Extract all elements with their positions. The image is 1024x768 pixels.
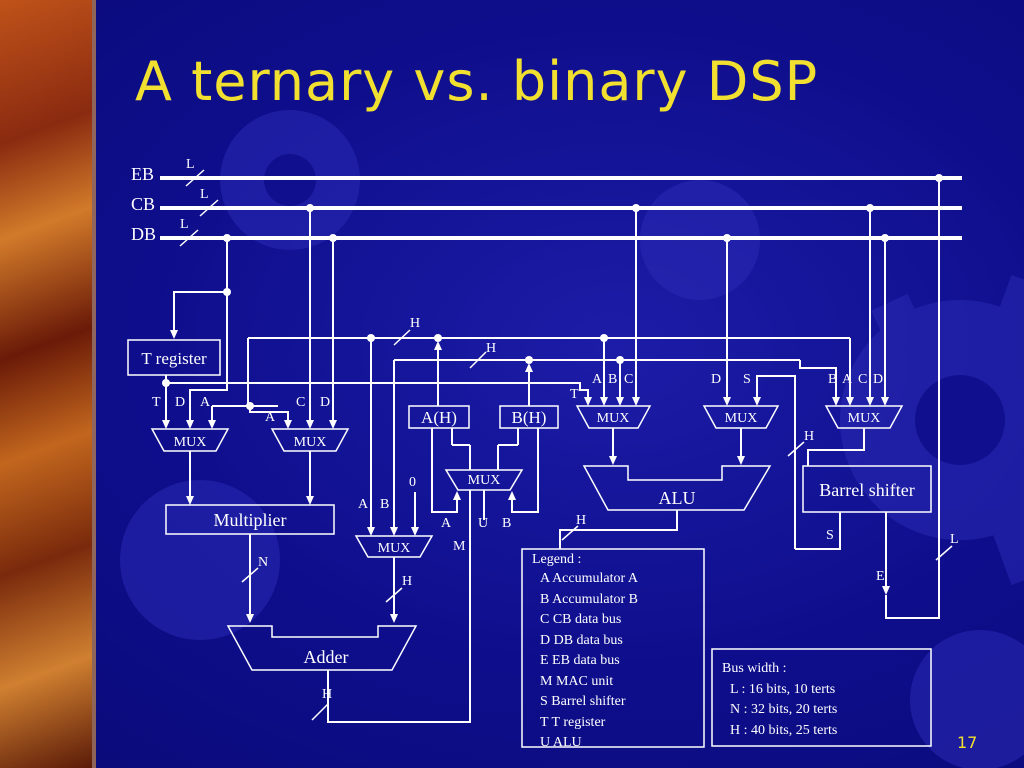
mux1-in-d: D xyxy=(175,395,185,410)
alu-mux-block xyxy=(575,405,652,429)
adder-label: Adder xyxy=(304,647,349,667)
bus-width-title: Bus width : xyxy=(722,661,787,676)
mux1-block xyxy=(150,428,230,452)
db-width-label: L xyxy=(180,217,189,232)
shifter-out-s: S xyxy=(826,528,834,543)
cb-width-label: L xyxy=(200,187,209,202)
mux1-in-a: A xyxy=(200,395,211,410)
multiplier-label: Multiplier xyxy=(214,510,287,530)
mux-ab0-in-a: A xyxy=(358,497,369,512)
shifter-out-e: E xyxy=(876,569,885,584)
alu-mux2-block xyxy=(702,405,780,429)
shifter-mux-in-d: D xyxy=(873,372,883,387)
legend-item: S Barrel shifter xyxy=(540,694,626,709)
bus-width-box xyxy=(711,648,932,747)
mux-aub-in-b: B xyxy=(502,516,511,531)
alu-mux-in-t: T xyxy=(570,387,579,402)
legend-box xyxy=(521,548,705,748)
mux-aub-in-u: U xyxy=(478,516,488,531)
bus-width-item: N : 32 bits, 20 terts xyxy=(730,702,837,717)
alu-mux-in-c: C xyxy=(624,372,633,387)
bus-width-item: H : 40 bits, 25 terts xyxy=(730,723,837,738)
barrel-shifter-block xyxy=(802,465,932,513)
t-register-block xyxy=(127,339,221,376)
mux2-in-a: A xyxy=(265,410,276,425)
alu-mux2-in-d: D xyxy=(711,372,721,387)
eb-label: EB xyxy=(131,164,154,184)
alu-label: ALU xyxy=(659,488,696,508)
mux2-label: MUX xyxy=(294,435,327,450)
mux2-block xyxy=(270,428,350,452)
mux1-in-t: T xyxy=(152,395,161,410)
mux-ab0-in-zero: 0 xyxy=(409,475,416,490)
adder-width-h: H xyxy=(322,687,332,702)
legend-item: A Accumulator A xyxy=(540,571,639,586)
cb-label: CB xyxy=(131,194,155,214)
mux-ab0-label: MUX xyxy=(378,541,411,556)
mux2-in-d: D xyxy=(320,395,330,410)
mux-ab0-block xyxy=(354,535,434,558)
t-register-label: T register xyxy=(141,349,207,368)
barrel-shifter-label: Barrel shifter xyxy=(819,480,914,500)
db-label: DB xyxy=(131,224,156,244)
mux-aub-in-a: A xyxy=(441,516,452,531)
legend-item: M MAC unit xyxy=(540,674,613,689)
shifter-mux-label: MUX xyxy=(848,411,881,426)
shifter-mux-block xyxy=(824,405,904,429)
shifter-width-h: H xyxy=(804,429,814,444)
alu-block xyxy=(582,465,772,511)
mux-aub-out-m: M xyxy=(453,539,466,554)
mux-aub-block xyxy=(444,469,524,491)
adder-block xyxy=(226,625,418,671)
mux-ab0-in-b: B xyxy=(380,497,389,512)
mult-width-n: N xyxy=(258,555,268,570)
mux1-label: MUX xyxy=(174,435,207,450)
acc-b-label: B(H) xyxy=(512,408,547,427)
alu-mux-in-a: A xyxy=(592,372,603,387)
legend-item: C CB data bus xyxy=(540,612,621,627)
acc-bus-h2-label: H xyxy=(486,341,496,356)
decorative-gear-strip xyxy=(0,0,92,768)
strip-edge xyxy=(92,0,96,768)
mux2-in-c: C xyxy=(296,395,305,410)
mux-aub-label: MUX xyxy=(468,473,501,488)
legend-item: B Accumulator B xyxy=(540,592,638,607)
alu-mux-in-b: B xyxy=(608,372,617,387)
eb-width-label: L xyxy=(186,157,195,172)
legend-item: T T register xyxy=(540,715,606,730)
alu-mux-label: MUX xyxy=(597,411,630,426)
acc-bus-h-label: H xyxy=(410,316,420,331)
bus-lines xyxy=(160,176,962,240)
slide-title: A ternary vs. binary DSP xyxy=(135,50,819,113)
legend-item: D DB data bus xyxy=(540,633,623,648)
shifter-mux-in-a: A xyxy=(842,372,853,387)
legend-title: Legend : xyxy=(532,552,581,567)
shifter-mux-in-b: B xyxy=(828,372,837,387)
bus-width-item: L : 16 bits, 10 terts xyxy=(730,682,835,697)
eb-feed-width-l: L xyxy=(950,532,959,547)
legend-item: U ALU xyxy=(540,735,582,750)
shifter-mux-in-c: C xyxy=(858,372,867,387)
page-number: 17 xyxy=(957,733,978,752)
mux-ab0-width-h: H xyxy=(402,574,412,589)
alu-width-h: H xyxy=(576,513,586,528)
legend-item: E EB data bus xyxy=(540,653,620,668)
alu-mux2-label: MUX xyxy=(725,411,758,426)
alu-mux2-in-s: S xyxy=(743,372,751,387)
acc-a-label: A(H) xyxy=(421,408,457,427)
